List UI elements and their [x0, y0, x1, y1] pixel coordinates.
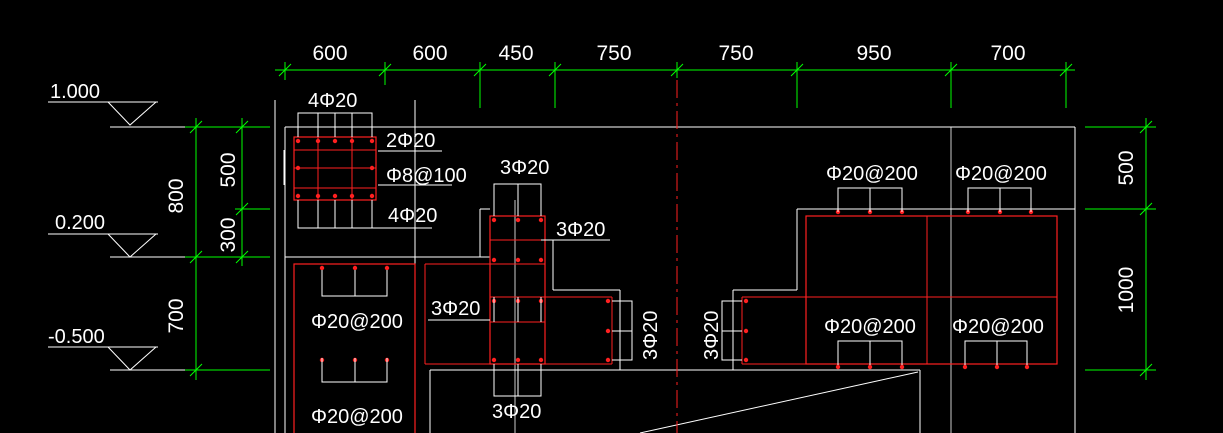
right-slab-top-label-2: Φ20@200	[955, 163, 1047, 185]
left-dim-upper: 500	[217, 152, 240, 187]
level-3: -0.500	[48, 326, 105, 348]
structure-outline	[274, 100, 1076, 433]
right-slab-mid-label-1: Φ20@200	[824, 316, 916, 338]
beam-section: 4Φ20 2Φ20 Φ8@100 4Φ20	[283, 90, 467, 229]
level-2: 0.200	[55, 212, 105, 234]
column-bottom-label: 3Φ20	[492, 401, 541, 423]
right-dim-lower: 1000	[1115, 267, 1138, 314]
beam-stirrup-label: Φ8@100	[386, 165, 467, 187]
left-slab-rebar: Φ20@200 Φ20@200	[293, 263, 416, 433]
beam-bottom-label: 4Φ20	[388, 205, 437, 227]
right-vertical-label: 3Φ20	[701, 311, 723, 360]
top-dim-5: 750	[718, 42, 753, 65]
column-section: 3Φ20 3Φ20 3Φ20 3Φ20 3Φ20	[424, 157, 662, 423]
top-dim-6: 950	[856, 42, 891, 65]
top-dim-7: 700	[990, 42, 1025, 65]
left-slab-label-1: Φ20@200	[311, 311, 403, 333]
column-top-label: 3Φ20	[500, 157, 549, 179]
right-dim-upper: 500	[1115, 150, 1138, 185]
left-slab-label-2: Φ20@200	[311, 406, 403, 428]
column-right-label: 3Φ20	[556, 219, 605, 241]
top-dim-2: 600	[412, 42, 447, 65]
left-dimension-chain	[185, 118, 270, 380]
top-dim-3: 450	[498, 42, 533, 65]
beam-side-label: 2Φ20	[386, 130, 435, 152]
right-slab-rebar: Φ20@200 Φ20@200 Φ20@200 Φ20@200 3Φ20	[701, 163, 1058, 370]
column-vertical-label: 3Φ20	[640, 311, 662, 360]
column-inner-label: 3Φ20	[431, 298, 480, 320]
left-dim-total: 800	[165, 178, 188, 213]
level-1: 1.000	[50, 81, 100, 103]
beam-top-label: 4Φ20	[308, 90, 357, 112]
top-dimension-chain	[275, 62, 1075, 108]
left-dim-bottom: 700	[165, 298, 188, 333]
left-dim-lower: 300	[217, 217, 240, 252]
top-dim-1: 600	[312, 42, 347, 65]
right-slab-mid-label-2: Φ20@200	[952, 316, 1044, 338]
right-slab-top-label-1: Φ20@200	[826, 163, 918, 185]
top-dim-4: 750	[596, 42, 631, 65]
right-dimension-chain	[1085, 118, 1156, 380]
